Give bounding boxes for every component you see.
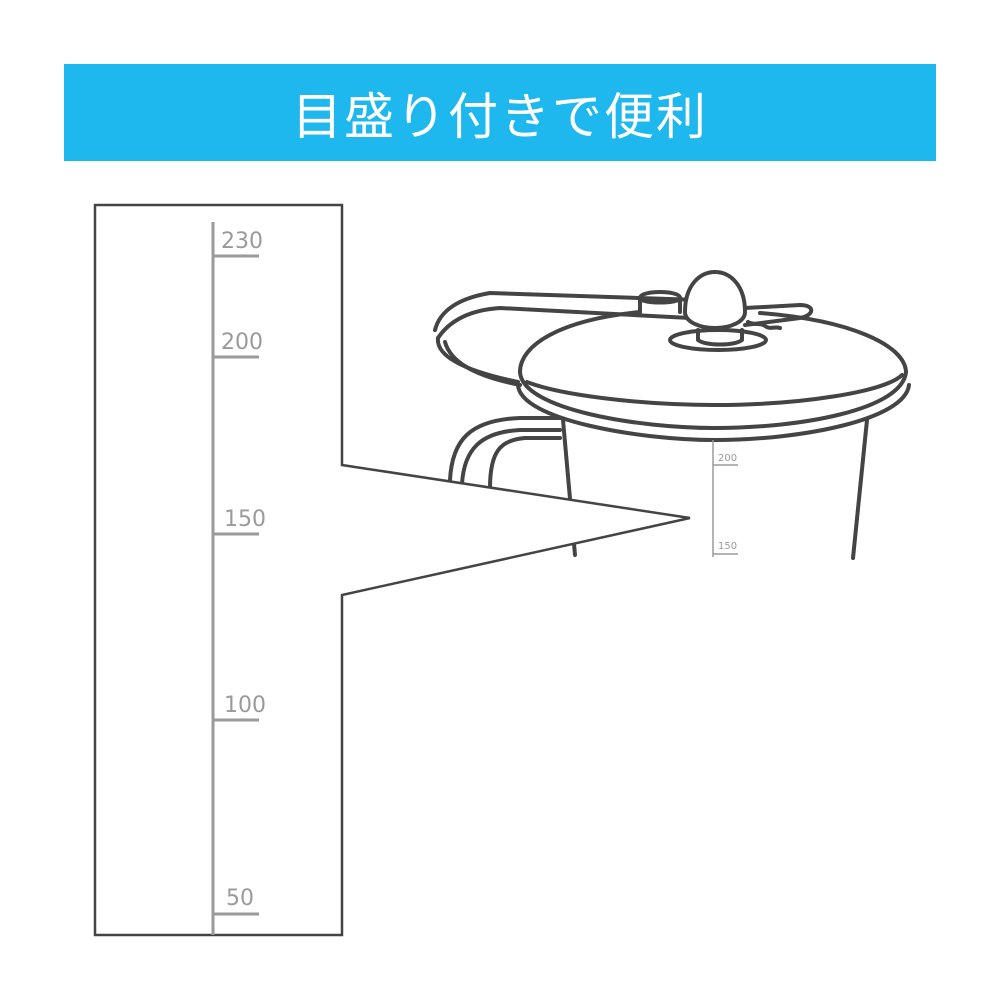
pot-scale	[712, 440, 738, 557]
enlarged-scale	[211, 222, 259, 935]
banner-title: 目盛り付きで便利	[292, 87, 708, 146]
scale-label-150: 150	[224, 507, 266, 532]
pot-scale-label-200: 200	[718, 453, 737, 464]
scale-label-100: 100	[224, 693, 266, 718]
pot-scale-label-150: 150	[718, 541, 737, 552]
scale-label-50: 50	[226, 886, 254, 911]
title-banner: 目盛り付きで便利	[64, 64, 936, 161]
scale-label-230: 230	[221, 229, 263, 254]
scale-label-200: 200	[221, 330, 263, 355]
pot-drawing	[433, 270, 911, 560]
callout-frame	[93, 203, 691, 937]
